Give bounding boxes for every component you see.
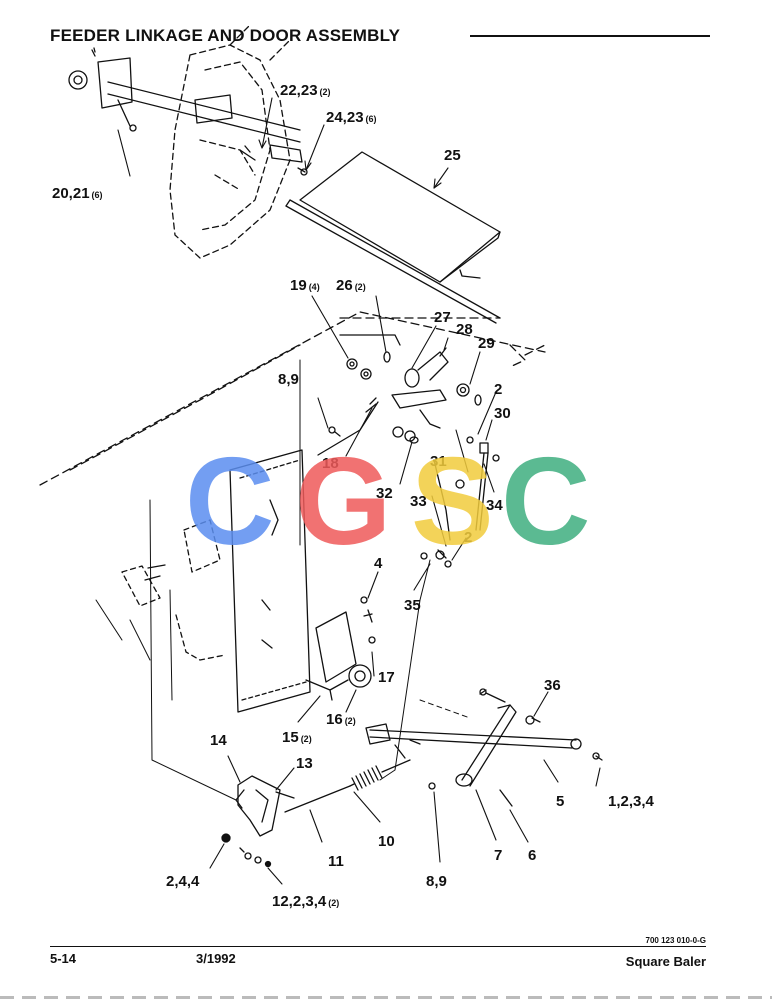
callout-2-4-4: 2,4,4 <box>166 873 200 890</box>
watermark-letter-c2: C <box>501 448 591 558</box>
callout-6: 6 <box>528 847 536 864</box>
callout-29: 29 <box>478 335 495 352</box>
product-name: Square Baler <box>625 954 706 969</box>
callout-33: 33 <box>410 493 427 510</box>
watermark-letter-c1: C <box>185 448 275 558</box>
callout-2-mid: 2 <box>464 529 472 546</box>
page-number: 5-14 <box>50 951 77 966</box>
pivot-bearing <box>305 596 376 701</box>
callout-10: 10 <box>378 833 395 850</box>
callout-2-top: 2 <box>494 381 502 398</box>
callout-4: 4 <box>374 555 383 572</box>
callout-36: 36 <box>544 677 561 694</box>
page-title: FEEDER LINKAGE AND DOOR ASSEMBLY <box>50 26 401 45</box>
callout-31: 31 <box>430 453 447 470</box>
callout-7: 7 <box>494 847 502 864</box>
leader-lines <box>95 359 471 801</box>
callout-labels: 22,23(2) 24,23(6) 20,21(6) 25 19(4) 26(2… <box>52 82 655 910</box>
callout-1-2-3-4: 1,2,3,4 <box>608 793 655 810</box>
scan-edge <box>0 996 772 999</box>
callout-19: 19(4) <box>290 277 320 294</box>
callout-34: 34 <box>486 497 503 514</box>
callout-22-23: 22,23(2) <box>280 82 331 99</box>
title-rule <box>470 35 710 37</box>
callout-20-21: 20,21(6) <box>52 185 103 202</box>
callout-12-2-3-4: 12,2,3,4(2) <box>272 893 339 910</box>
callout-5: 5 <box>556 793 564 810</box>
feeder-shaft-top <box>68 47 308 176</box>
callout-30: 30 <box>494 405 511 422</box>
callout-25: 25 <box>444 147 461 164</box>
feeder-housing <box>169 24 291 259</box>
callout-16: 16(2) <box>326 711 356 728</box>
callout-14: 14 <box>210 732 227 749</box>
callout-8-9-top: 8,9 <box>278 371 299 388</box>
callout-8-9-bottom: 8,9 <box>426 873 447 890</box>
watermark-letter-g: G <box>295 448 391 558</box>
baler-frame <box>39 311 546 486</box>
lower-links <box>365 688 603 807</box>
callout-35: 35 <box>404 597 421 614</box>
callout-11: 11 <box>328 853 344 870</box>
watermark-letter-s: S <box>411 448 494 558</box>
cgsc-watermark: C G S C <box>185 448 591 558</box>
callout-17: 17 <box>378 669 395 686</box>
side-plate <box>121 449 311 713</box>
callout-28: 28 <box>456 321 473 338</box>
drawing-number: 700 123 010-0-G <box>645 936 707 945</box>
callout-27: 27 <box>434 309 451 326</box>
callout-18: 18 <box>322 455 339 472</box>
callout-leaders <box>117 97 601 885</box>
bell-crank-spring <box>221 759 411 868</box>
upper-linkage <box>317 334 500 568</box>
callout-15: 15(2) <box>282 729 312 746</box>
callout-26: 26(2) <box>336 277 366 294</box>
callout-32: 32 <box>376 485 393 502</box>
door-panel <box>285 151 501 324</box>
callout-24-23: 24,23(6) <box>326 109 377 126</box>
footer-rule <box>50 946 706 947</box>
revision-date: 3/1992 <box>196 951 236 966</box>
callout-13: 13 <box>296 755 313 772</box>
